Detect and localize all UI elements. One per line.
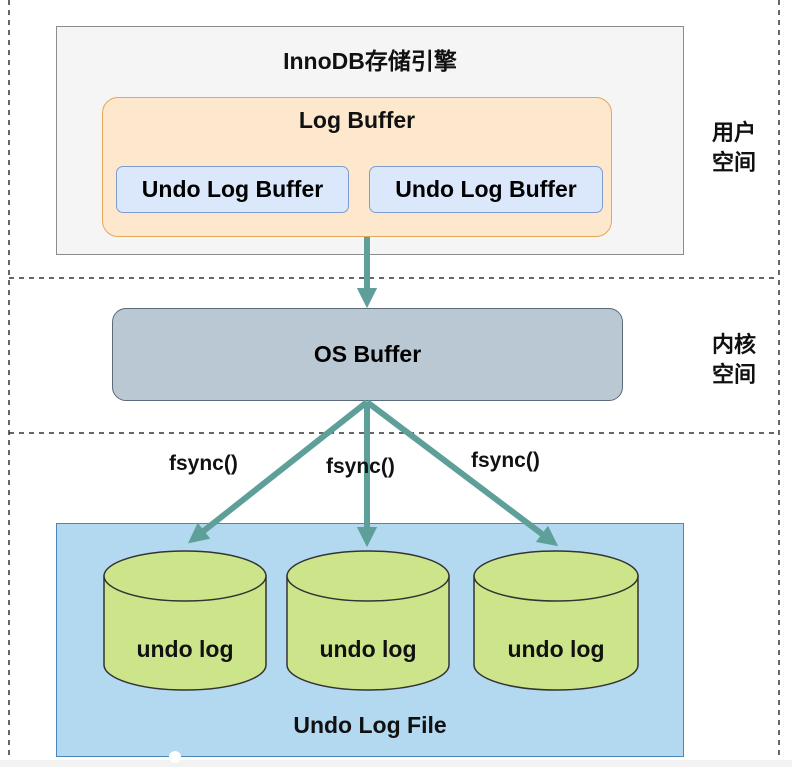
user-space-line-2: 空间 — [712, 150, 757, 175]
fsync-label-right: fsync() — [471, 449, 540, 472]
kernel-space-line-1: 内核 — [712, 332, 757, 357]
os-buffer: OS Buffer — [112, 308, 623, 401]
undo-log-label-2: undo log — [319, 636, 417, 662]
undo-log-file-title: Undo Log File — [293, 712, 447, 738]
undo-log-buffer-2: Undo Log Buffer — [369, 166, 603, 213]
user-space-label: 用户 空间 — [712, 118, 756, 178]
bottom-bar — [0, 760, 792, 767]
undo-log-label-1: undo log — [136, 636, 234, 662]
fsync-label-left: fsync() — [169, 452, 238, 475]
user-space-line-1: 用户 — [712, 120, 757, 145]
innodb-title: InnoDB存储引擎 — [283, 48, 457, 74]
log-buffer-title: Log Buffer — [298, 107, 416, 133]
undo-log-buffer-1: Undo Log Buffer — [116, 166, 349, 213]
cursor-dot — [169, 751, 181, 763]
kernel-space-line-2: 空间 — [712, 362, 757, 387]
undo-log-label-3: undo log — [507, 636, 605, 662]
kernel-space-label: 内核 空间 — [712, 330, 756, 390]
fsync-label-middle: fsync() — [326, 455, 395, 478]
